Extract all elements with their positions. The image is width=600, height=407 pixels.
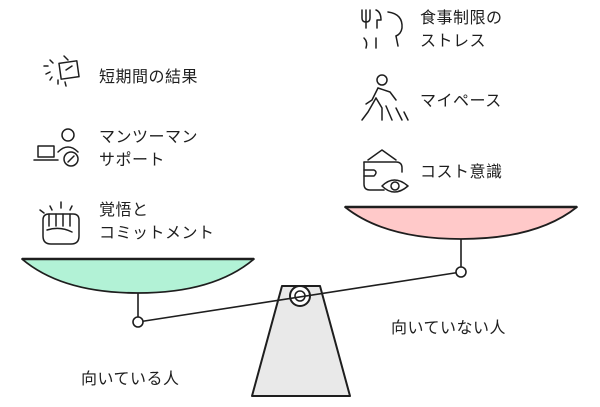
walking-icon xyxy=(361,74,409,121)
diet-icon xyxy=(361,9,403,49)
right-item-1-line-2: ストレス xyxy=(420,31,487,50)
left-item-1-label: 短期間の結果 xyxy=(99,65,198,88)
left-item-2-line-1: マンツーマン xyxy=(99,127,199,146)
right-joint xyxy=(455,266,467,278)
beam xyxy=(137,271,462,323)
right-item-1-line-1: 食事制限の xyxy=(420,8,503,27)
left-item-3-line-1: 覚悟と xyxy=(99,200,149,219)
left-caption: 向いている人 xyxy=(81,369,180,388)
left-item-3-line-2: コミットメント xyxy=(99,223,215,242)
right-item-3-label: コスト意識 xyxy=(420,160,503,183)
right-pan xyxy=(344,206,578,240)
fist-icon xyxy=(39,201,80,245)
coaching-icon xyxy=(33,128,79,167)
left-item-2-line-2: サポート xyxy=(99,150,166,169)
timer-icon xyxy=(43,55,80,87)
right-item-2-line-1: マイペース xyxy=(420,91,502,110)
right-item-3-line-1: コスト意識 xyxy=(420,162,503,181)
right-item-2-label: マイペース xyxy=(420,89,502,112)
fulcrum xyxy=(251,285,351,397)
right-item-1-label: 食事制限の ストレス xyxy=(420,6,503,52)
left-item-3-label: 覚悟と コミットメント xyxy=(99,198,215,244)
right-caption: 向いていない人 xyxy=(391,318,507,337)
left-item-1-line-1: 短期間の結果 xyxy=(99,67,199,86)
cost-eye-icon xyxy=(363,149,409,193)
left-pan xyxy=(21,258,255,294)
left-item-2-label: マンツーマン サポート xyxy=(99,125,198,171)
left-joint xyxy=(132,316,144,328)
